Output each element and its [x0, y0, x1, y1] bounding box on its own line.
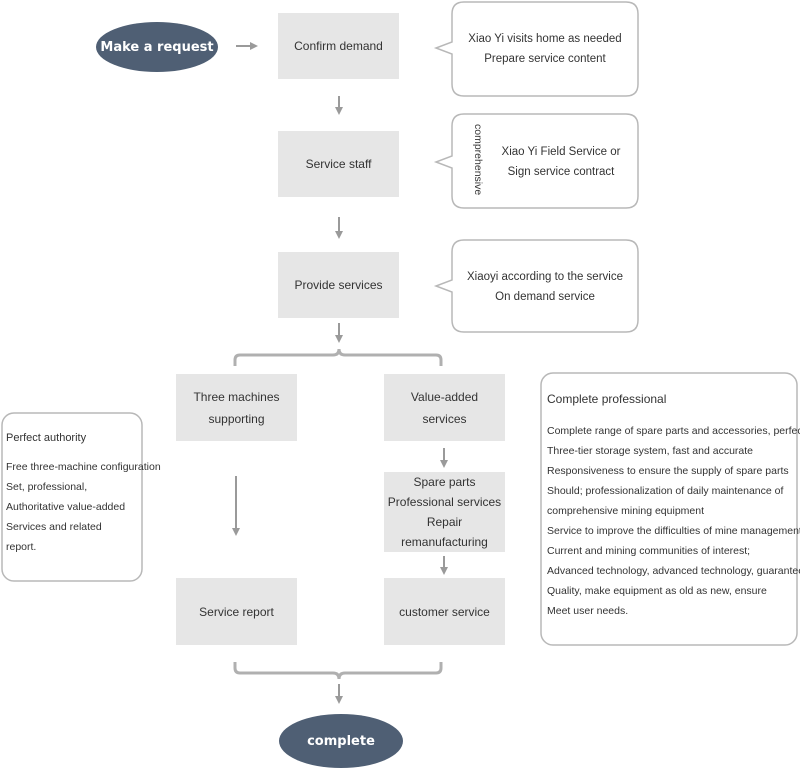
provide-services-box: Provide services	[278, 252, 399, 318]
right-panel-line-3: Responsiveness to ensure the supply of s…	[547, 465, 789, 477]
start-oval: Make a request	[96, 22, 218, 72]
service-report-box: Service report	[176, 578, 297, 645]
left-panel-line-4: Services and related	[6, 521, 102, 533]
three-machines-line-2: supporting	[208, 411, 265, 426]
spare-parts-line-2: Professional services	[387, 495, 502, 509]
left-panel-line-1: Free three-machine configuration	[6, 461, 161, 473]
end-oval: complete	[279, 714, 403, 768]
right-panel-outline	[540, 372, 798, 646]
right-panel-title: Complete professional	[547, 392, 667, 406]
spare-parts-line-1: Spare parts	[413, 475, 476, 489]
right-panel-line-1: Complete range of spare parts and access…	[547, 425, 800, 437]
three-machines-box: Three machines supporting	[176, 374, 297, 441]
callout-staff-side-text: comprehensive	[472, 124, 484, 196]
merge-brace	[233, 662, 443, 680]
callout-provide-line-1: Xiaoyi according to the service	[467, 271, 623, 283]
right-panel-line-2: Three-tier storage system, fast and accu…	[547, 445, 754, 457]
value-added-box: Value-added services	[384, 374, 505, 441]
right-panel: Complete professional Complete range of …	[547, 389, 800, 621]
value-added-line-2: services	[422, 411, 467, 426]
right-panel-line-6: Service to improve the difficulties of m…	[547, 525, 800, 537]
customer-service-box: customer service	[384, 578, 505, 645]
right-panel-line-10: Meet user needs.	[547, 605, 629, 617]
left-panel-title: Perfect authority	[6, 432, 87, 444]
split-brace	[233, 348, 443, 366]
callout-staff-line-2: Sign service contract	[507, 166, 615, 178]
value-added-line-1: Value-added	[410, 389, 479, 404]
right-panel-line-4: Should; professionalization of daily mai…	[547, 485, 784, 497]
left-panel-line-5: report.	[6, 541, 37, 553]
right-panel-line-7: Current and mining communities of intere…	[547, 545, 751, 557]
callout-provide-outline	[433, 239, 639, 333]
callout-confirm-line-1: Xiao Yi visits home as needed	[468, 33, 622, 45]
callout-staff-outline	[433, 113, 639, 209]
left-panel-outline	[1, 412, 143, 582]
callout-provide-text: Xiaoyi according to the service On deman…	[452, 267, 638, 307]
right-panel-line-9: Quality, make equipment as old as new, e…	[547, 585, 767, 597]
spare-parts-box: Spare parts Professional services Repair…	[384, 472, 505, 552]
left-panel-line-3: Authoritative value-added	[6, 501, 126, 513]
callout-confirm-line-2: Prepare service content	[484, 53, 606, 65]
callout-staff-line-1: Xiao Yi Field Service or	[501, 146, 621, 158]
callout-provide-line-2: On demand service	[495, 291, 595, 303]
confirm-demand-box: Confirm demand	[278, 13, 399, 79]
callout-staff-text: Xiao Yi Field Service or Sign service co…	[484, 142, 638, 182]
callout-confirm-outline	[433, 1, 639, 97]
left-panel-line-2: Set, professional,	[6, 481, 88, 493]
callout-confirm-text: Xiao Yi visits home as needed Prepare se…	[452, 29, 638, 69]
service-staff-box: Service staff	[278, 131, 399, 197]
three-machines-line-1: Three machines	[193, 389, 280, 404]
left-panel: Perfect authority Free three-machine con…	[6, 428, 161, 557]
right-panel-line-5: comprehensive mining equipment	[547, 505, 705, 517]
right-panel-line-8: Advanced technology, advanced technology…	[547, 565, 800, 577]
spare-parts-line-3: Repair remanufacturing	[401, 515, 488, 549]
